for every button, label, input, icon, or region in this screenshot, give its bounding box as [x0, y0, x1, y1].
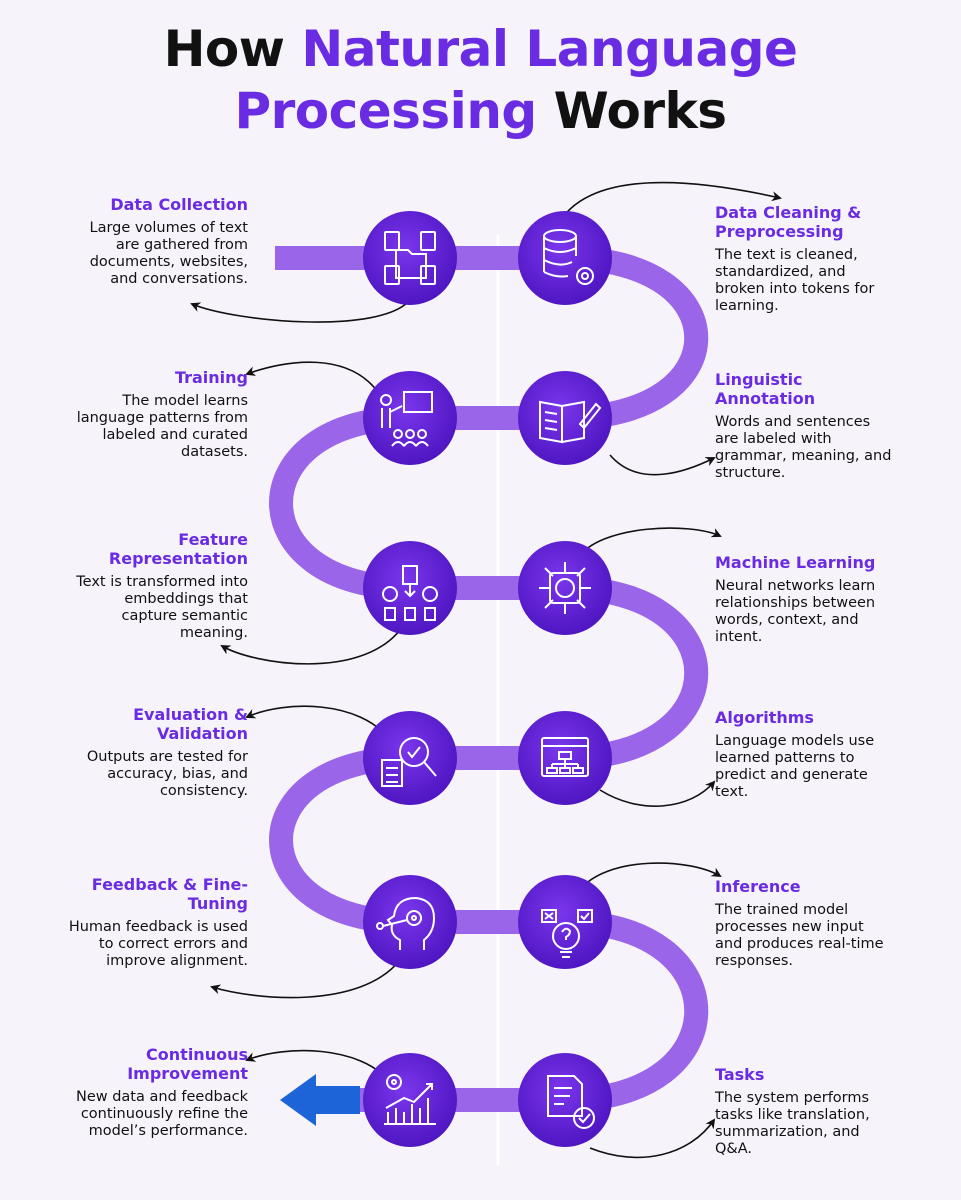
title-part-processing: Processing: [234, 82, 537, 140]
connector-arrow-tasks: [589, 1118, 716, 1159]
step-algorithms: Algorithms Language models use learned p…: [715, 708, 895, 801]
step-description: New data and feedback continuously refin…: [75, 1089, 248, 1139]
node-training: [363, 371, 457, 465]
connector-arrow-data-collection: [190, 299, 411, 323]
connector-arrow-linguistic: [609, 454, 716, 476]
step-title: Continuous Improvement: [127, 1045, 248, 1083]
step-description: Human feedback is used to correct errors…: [68, 919, 248, 969]
step-title: Training: [174, 368, 248, 387]
step-description: Outputs are tested for accuracy, bias, a…: [86, 749, 248, 799]
connector-arrow-feedback: [210, 959, 401, 999]
step-training: Training The model learns language patte…: [68, 368, 248, 461]
step-description: Large volumes of text are gathered from …: [89, 220, 249, 287]
page-title: How Natural Language Processing Works: [0, 18, 961, 142]
book-pencil-icon: [539, 400, 602, 444]
step-description: The text is cleaned, standardized, and b…: [715, 247, 875, 314]
node-feature-representation: [363, 541, 457, 635]
connector-arrow-algorithms: [599, 780, 716, 807]
step-data-cleaning: Data Cleaning & Preprocessing The text i…: [715, 203, 895, 315]
connector-arrow-inference: [577, 862, 722, 893]
teacher-audience-icon: [380, 391, 433, 447]
step-evaluation: Evaluation & Validation Outputs are test…: [68, 705, 248, 800]
step-title: Data Cleaning & Preprocessing: [715, 203, 862, 241]
step-title: Evaluation & Validation: [133, 705, 248, 743]
step-linguistic-annotation: Linguistic Annotation Words and sentence…: [715, 370, 895, 482]
title-part-nlp: Natural Language: [301, 20, 798, 78]
step-feature-representation: Feature Representation Text is transform…: [68, 530, 248, 642]
step-title: Tasks: [715, 1065, 765, 1084]
step-description: The system performs tasks like translati…: [715, 1090, 870, 1157]
connector-arrow-continuous: [245, 1049, 391, 1083]
node-linguistic-annotation: [518, 371, 612, 465]
node-machine-learning: [518, 541, 612, 635]
database-gear-icon: [543, 229, 594, 285]
node-continuous-improvement: [363, 1053, 457, 1147]
step-title: Inference: [715, 877, 801, 896]
step-title: Data Collection: [110, 195, 248, 214]
connector-arrow-machine-learning: [577, 527, 722, 559]
connector-arrow-evaluation: [245, 705, 391, 741]
step-title: Machine Learning: [715, 553, 876, 572]
step-title: Feature Representation: [108, 530, 248, 568]
step-data-collection: Data Collection Large volumes of text ar…: [68, 195, 249, 288]
step-description: Words and sentences are labeled with gra…: [715, 414, 892, 481]
connector-arrow-data-cleaning: [554, 181, 782, 231]
brain-chip-icon: [539, 562, 591, 614]
document-check-icon: [547, 1075, 595, 1129]
step-inference: Inference The trained model processes ne…: [715, 877, 895, 970]
connector-arrow-training: [245, 361, 381, 396]
connector-arrow-feature: [220, 629, 401, 665]
node-inference: [518, 875, 612, 969]
process-path: [269, 246, 709, 1112]
growth-chart-gear-icon: [384, 1074, 436, 1125]
node-tasks: [518, 1053, 612, 1147]
lightbulb-question-icon: [541, 909, 593, 958]
node-algorithms: [518, 711, 612, 805]
step-description: The trained model processes new input an…: [715, 902, 884, 969]
step-description: The model learns language patterns from …: [76, 393, 248, 460]
step-feedback: Feedback & Fine-Tuning Human feedback is…: [68, 875, 248, 970]
gears-documents-icon: [382, 565, 438, 621]
step-description: Text is transformed into embeddings that…: [76, 574, 248, 641]
head-gear-icon: [376, 896, 436, 950]
step-description: Neural networks learn relationships betw…: [715, 578, 876, 645]
folder-documents-icon: [384, 231, 436, 285]
step-title: Algorithms: [715, 708, 814, 727]
node-data-collection: [363, 211, 457, 305]
magnifier-checklist-icon: [381, 737, 437, 787]
title-part-works: Works: [536, 82, 727, 140]
title-part-how: How: [163, 20, 302, 78]
end-arrow: [280, 1074, 360, 1126]
step-continuous-improvement: Continuous Improvement New data and feed…: [68, 1045, 248, 1140]
node-data-cleaning: [518, 211, 612, 305]
step-title: Feedback & Fine-Tuning: [91, 875, 248, 913]
step-tasks: Tasks The system performs tasks like tra…: [715, 1065, 895, 1158]
node-evaluation: [363, 711, 457, 805]
node-feedback: [363, 875, 457, 969]
step-title: Linguistic Annotation: [715, 370, 816, 408]
step-description: Language models use learned patterns to …: [715, 733, 875, 800]
step-machine-learning: Machine Learning Neural networks learn r…: [715, 553, 895, 646]
flowchart-window-icon: [541, 737, 589, 777]
